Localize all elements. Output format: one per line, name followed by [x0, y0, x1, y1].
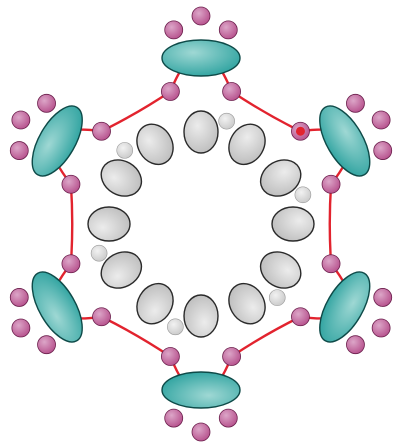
seed-bead-tip-top-2 [218, 20, 238, 40]
seed-bead-right-top [222, 82, 241, 101]
teal-bead-upper-left [31, 105, 83, 177]
teal-bead-upper-right [319, 105, 371, 177]
outer-layer [9, 6, 393, 442]
seed-bead-tip-top-0 [164, 20, 184, 40]
small-pearl-top [218, 112, 235, 130]
seed-bead-tip-lower-right-1 [371, 318, 391, 338]
small-pearl-upper-left [116, 142, 134, 159]
seed-bead-tip-upper-right-1 [371, 110, 391, 130]
seed-bead-tip-top-1 [191, 6, 211, 26]
inner-layer [87, 110, 315, 338]
seed-bead-right-upper-right [321, 174, 341, 194]
teal-bead-lower-right [319, 271, 371, 343]
seed-bead-left-lower-left [92, 307, 111, 327]
seed-bead-left-upper-left [61, 174, 81, 194]
small-pearl-upper-right [294, 186, 312, 204]
small-pearl-lower-right [268, 289, 286, 306]
seed-bead-tip-lower-right-0 [373, 288, 393, 307]
gray-bead-between-upper-left [136, 123, 174, 166]
gray-bead-between-bottom [136, 282, 174, 325]
seed-bead-tip-upper-right-0 [346, 93, 365, 113]
seed-bead-tip-bottom-1 [191, 422, 211, 442]
seed-bead-tip-upper-left-0 [9, 141, 29, 160]
seed-bead-left-bottom [222, 347, 241, 366]
gray-bead-upper-left [100, 159, 143, 197]
gray-bead-lower-right [259, 251, 302, 289]
gray-bead-lower-left [100, 251, 143, 289]
gray-bead-between-lower-right [228, 282, 266, 325]
small-pearl-bottom [167, 318, 184, 336]
seed-bead-tip-upper-left-2 [37, 93, 56, 113]
seed-bead-right-lower-left [61, 254, 81, 274]
gray-bead-between-top [228, 123, 266, 166]
gray-bead-between-lower-left [87, 206, 131, 242]
teal-bead-top [161, 39, 241, 77]
gray-bead-bottom [183, 294, 219, 338]
seed-bead-tip-lower-right-2 [346, 335, 365, 355]
seed-bead-tip-lower-left-2 [9, 288, 29, 307]
seed-bead-tip-lower-left-0 [37, 335, 56, 355]
gray-bead-upper-right [259, 159, 302, 197]
seed-bead-tip-upper-right-2 [373, 141, 393, 160]
thread-start-dot [295, 126, 305, 136]
seed-bead-right-upper-left [92, 121, 111, 141]
gray-bead-between-upper-right [271, 206, 315, 242]
seed-bead-tip-bottom-0 [218, 408, 238, 428]
teal-bead-bottom [161, 371, 241, 409]
seed-bead-right-lower-right [291, 307, 310, 327]
seed-bead-right-bottom [161, 347, 180, 366]
gray-bead-top [183, 110, 219, 154]
teal-bead-lower-left [31, 271, 83, 343]
seed-bead-tip-upper-left-1 [11, 110, 31, 130]
seed-bead-tip-bottom-2 [164, 408, 184, 428]
small-pearl-lower-left [90, 244, 108, 262]
seed-bead-tip-lower-left-1 [11, 318, 31, 338]
seed-bead-left-lower-right [321, 254, 341, 274]
seed-bead-left-top [161, 82, 180, 101]
